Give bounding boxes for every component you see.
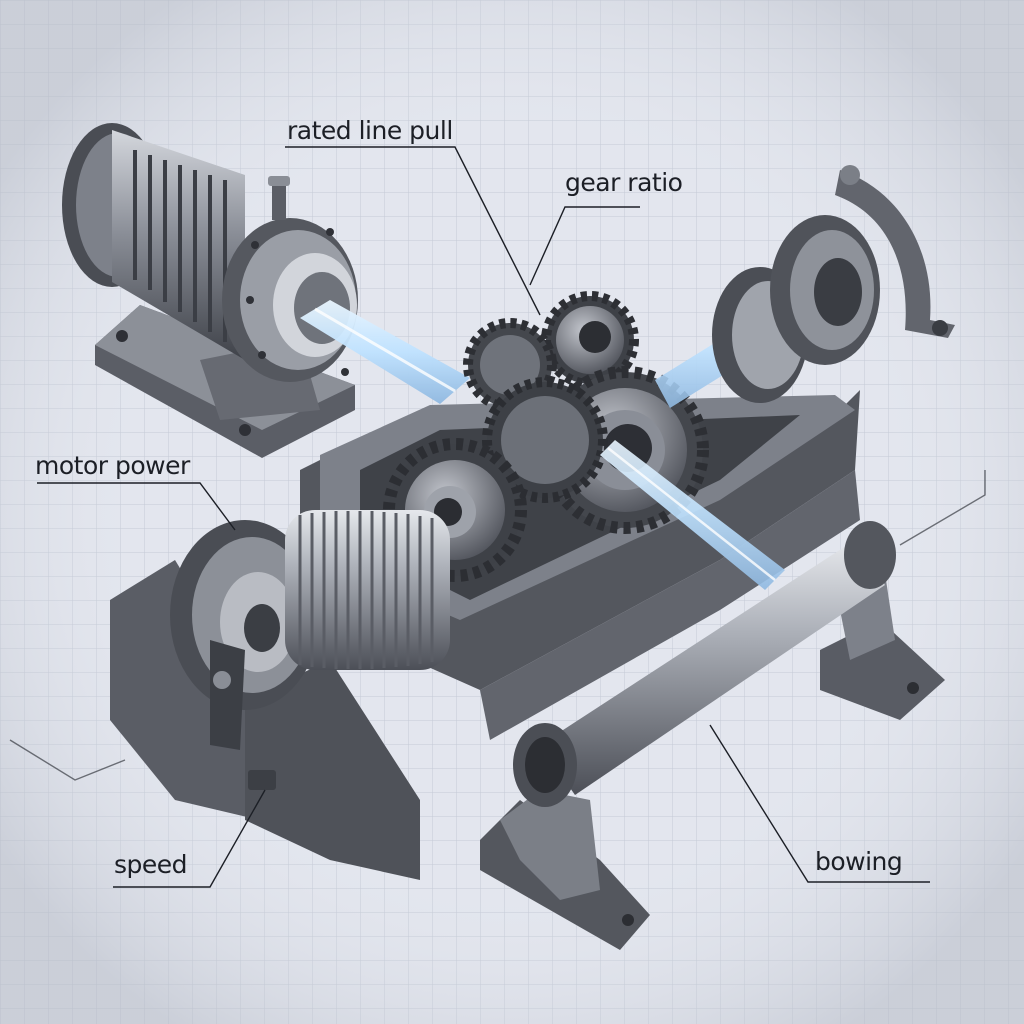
callout-leaders	[9, 146, 986, 888]
output-roller	[480, 521, 945, 950]
label-rated-line-pull: rated line pull	[287, 116, 453, 145]
label-bowing: bowing	[815, 847, 903, 876]
bearing-bracket	[712, 165, 955, 403]
leader-speed	[113, 789, 266, 888]
leader-left-deco	[9, 739, 126, 781]
leader-rated-line-pull	[285, 146, 541, 316]
leader-gear-ratio	[529, 206, 640, 286]
gear-middle	[482, 377, 608, 503]
label-speed: speed	[114, 850, 188, 879]
label-gear-ratio: gear ratio	[565, 168, 683, 197]
cable-coils	[285, 510, 450, 670]
gear-small-top	[541, 291, 639, 389]
input-shaft	[300, 300, 470, 404]
leader-bowing	[709, 724, 930, 883]
cable-drum	[110, 510, 450, 880]
leader-right-deco	[899, 470, 986, 546]
electric-motor	[62, 123, 358, 458]
leader-motor-power	[37, 482, 236, 531]
label-motor-power: motor power	[35, 451, 190, 480]
